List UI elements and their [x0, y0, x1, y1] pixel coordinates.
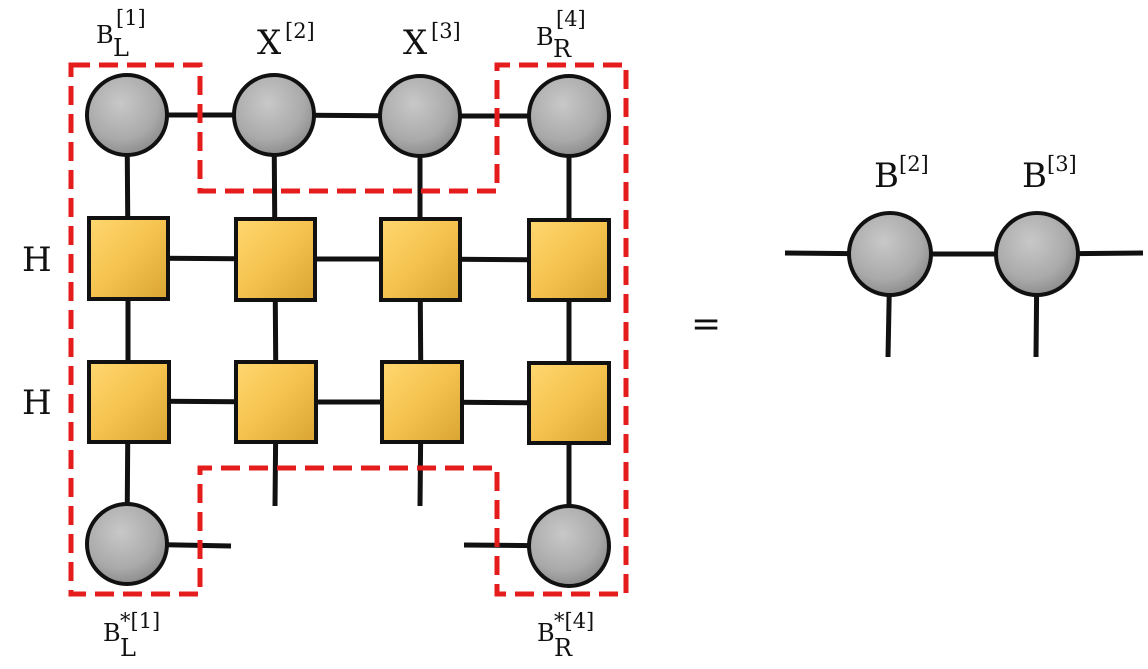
label-x2: X [2]	[257, 19, 315, 63]
equals-sign: =	[691, 304, 721, 345]
label-bl-top-base: B	[96, 21, 114, 49]
label-br-top-sup: [4]	[556, 7, 586, 31]
label-x3-base: X	[403, 23, 428, 63]
node-b3	[994, 211, 1080, 297]
label-br-bottom-base: B	[537, 619, 555, 647]
label-bl-bottom: B L *[1]	[103, 609, 160, 662]
node-h1-c2	[234, 217, 317, 302]
row-label-h2: H	[22, 383, 52, 423]
node-h1-c4	[527, 218, 611, 302]
node-h2-c1	[87, 360, 171, 444]
label-b2-base: B	[874, 156, 899, 196]
label-bl-bottom-base: B	[103, 619, 121, 647]
operator-tensors	[87, 216, 611, 445]
label-br-top: B R [4]	[536, 7, 586, 63]
label-b3-base: B	[1022, 156, 1047, 196]
node-x2	[232, 73, 316, 157]
node-bl-top	[85, 73, 169, 157]
label-br-top-base: B	[536, 23, 554, 51]
boundary-tensors	[85, 73, 1080, 588]
label-bl-top-sub: L	[113, 34, 129, 62]
node-x3	[378, 74, 462, 158]
label-br-top-sub: R	[553, 35, 572, 63]
label-br-bottom-sup: *[4]	[554, 609, 594, 633]
label-bl-top-sup: [1]	[116, 6, 146, 30]
node-b2	[847, 211, 933, 297]
label-bl-bottom-sub: L	[120, 634, 136, 662]
node-h2-c3	[380, 360, 464, 444]
label-x3: X [3]	[403, 19, 461, 63]
row-label-h1: H	[22, 240, 52, 280]
label-x2-sup: [2]	[285, 19, 315, 43]
label-b2: B [2]	[874, 152, 929, 196]
node-h2-c2	[234, 360, 318, 444]
label-br-bottom: B R *[4]	[537, 609, 594, 662]
label-x3-sup: [3]	[431, 19, 461, 43]
contraction-boundary-outline	[68, 62, 629, 597]
label-b2-sup: [2]	[899, 152, 929, 176]
label-x2-base: X	[257, 23, 282, 63]
node-br-top	[527, 74, 611, 158]
label-br-bottom-sub: R	[554, 634, 573, 662]
label-b3-sup: [3]	[1047, 152, 1077, 176]
label-bl-top: B L [1]	[96, 6, 146, 62]
label-bl-bottom-sup: *[1]	[120, 609, 160, 633]
bonds	[124, 112, 1144, 549]
node-h2-c4	[527, 361, 611, 445]
node-bl-bottom	[85, 502, 169, 586]
node-h1-c1	[87, 216, 170, 301]
label-b3: B [3]	[1022, 152, 1077, 196]
node-h1-c3	[379, 217, 462, 302]
node-br-bottom	[527, 504, 611, 588]
